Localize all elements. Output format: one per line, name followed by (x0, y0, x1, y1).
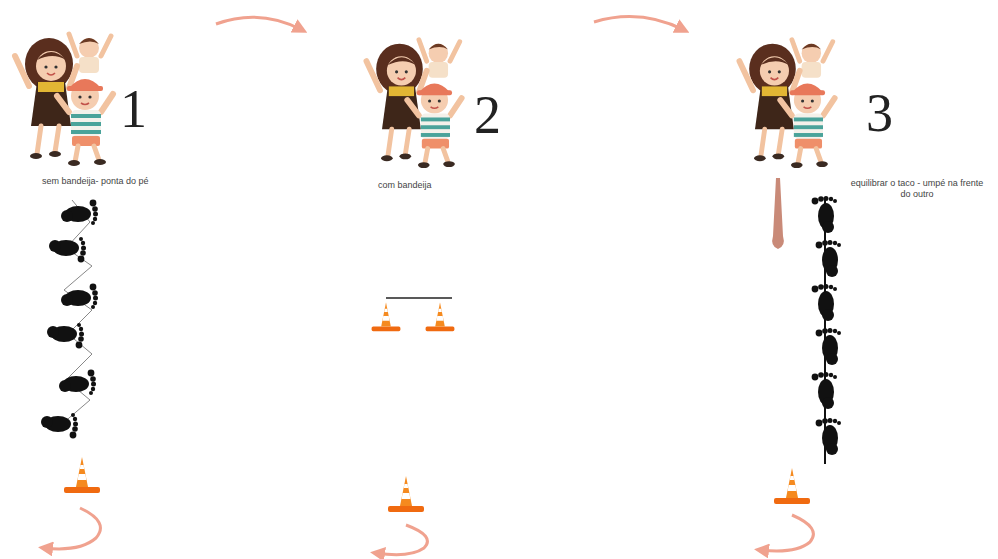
footprints (812, 196, 841, 455)
station-note: equilibrar o taco - umpé na frente do ou… (846, 178, 988, 200)
cone (774, 468, 810, 504)
kids-picture (15, 34, 113, 166)
station-number: 2 (474, 88, 501, 142)
bar-obstacle (372, 298, 455, 331)
cone (388, 476, 424, 512)
turn-arrow (760, 515, 813, 551)
kids-picture (366, 40, 461, 168)
flow-arrow (216, 17, 302, 30)
footprints (41, 200, 98, 439)
flow-arrow (594, 17, 684, 30)
turn-arrow (376, 525, 427, 555)
turn-arrow (44, 508, 100, 549)
station-note: sem bandeija- ponta do pé (42, 176, 149, 187)
kids-picture (739, 40, 834, 168)
bat (772, 178, 784, 249)
station-number: 3 (866, 86, 893, 140)
station-number: 1 (120, 82, 147, 136)
station-note: com bandeija (378, 180, 432, 191)
cone (64, 457, 100, 493)
